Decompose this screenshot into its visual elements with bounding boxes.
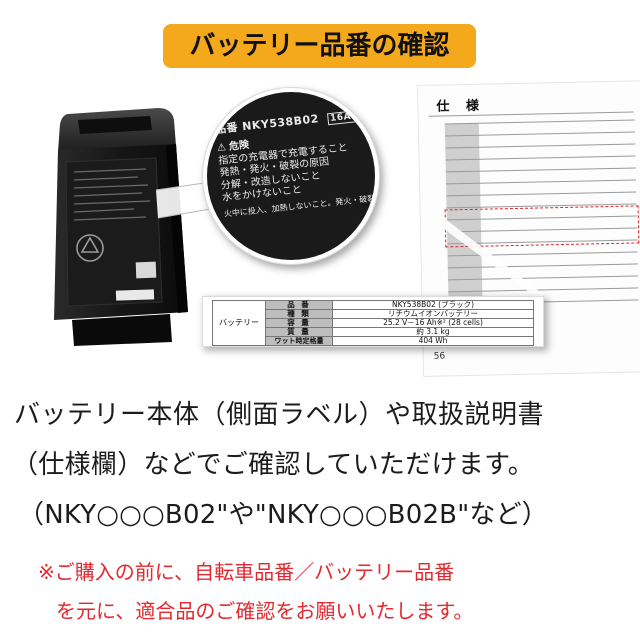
label-capacity-badge: 16Ah bbox=[326, 109, 362, 126]
purchase-note-line: を元に、適合品のご確認をお願いいたします。 bbox=[56, 599, 474, 623]
spec-key: 質 量 bbox=[265, 327, 333, 337]
purchase-note-line: ※ご購入の前に、自転車品番／バッテリー品番 bbox=[38, 560, 455, 584]
spec-sheet-title: 仕 様 bbox=[436, 98, 486, 115]
spec-group-label: バッテリー bbox=[212, 300, 266, 346]
battery-photo bbox=[38, 106, 198, 346]
spec-value: 404 Wh bbox=[332, 336, 534, 346]
spec-page-number: 56 bbox=[433, 351, 446, 362]
spec-callout: バッテリー 品 番 NKY538B02 (ブラック) 種 類 リチウムイオンバッ… bbox=[203, 297, 543, 346]
table-row: ワット時定格量 404 Wh bbox=[213, 336, 534, 346]
magnified-label: 品番 NKY538B02 16Ah ⚠ 危険 指定の充電器で充電すること 発熱・… bbox=[207, 92, 375, 260]
battery-spec-table: バッテリー 品 番 NKY538B02 (ブラック) 種 類 リチウムイオンバッ… bbox=[212, 300, 534, 346]
label-model-prefix: 品番 bbox=[214, 120, 239, 137]
label-model: NKY538B02 bbox=[241, 112, 320, 134]
label-warning-title: 危険 bbox=[228, 139, 250, 153]
body-text-line: （仕様欄）などでご確認していただけます。 bbox=[12, 450, 535, 480]
spec-key: ワット時定格量 bbox=[265, 336, 333, 346]
body-text-line: （NKY○○○B02"や"NKY○○○B02B"など） bbox=[18, 500, 548, 530]
warning-triangle-icon: ⚠ bbox=[216, 142, 227, 155]
spec-highlight-box bbox=[444, 205, 640, 248]
table-row: バッテリー 品 番 NKY538B02 (ブラック) bbox=[212, 300, 534, 346]
body-text-line: バッテリー本体（側面ラベル）や取扱説明書 bbox=[14, 400, 545, 430]
banner-title: バッテリー品番の確認 bbox=[163, 24, 476, 68]
